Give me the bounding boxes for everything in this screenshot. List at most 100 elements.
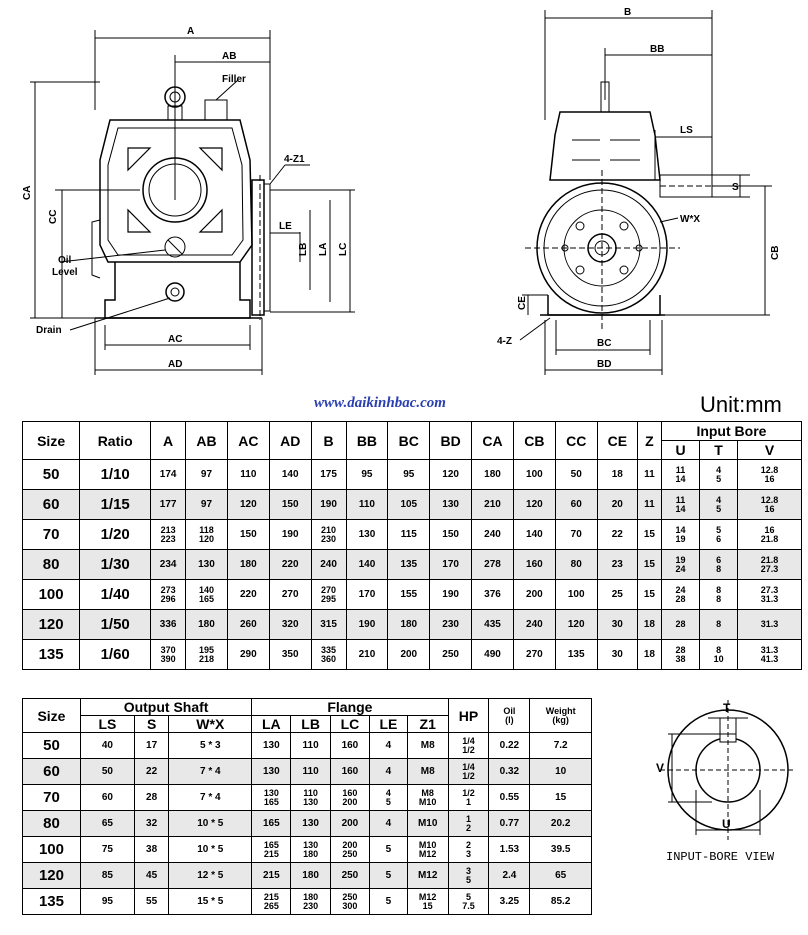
col-header-ls: LS [79,715,135,733]
cell-ls: 75 [79,836,135,863]
cell-ratio: 1/15 [79,489,152,520]
cell-z: 18 [636,639,662,670]
dim-label-ab: AB [222,51,236,62]
cell-bd: 190 [429,579,473,610]
oil-level-label-2: Level [52,267,78,278]
cell-ac: 120 [226,489,270,520]
cell-ratio: 1/30 [79,549,152,580]
oil-level-label-1: Oil [58,255,72,266]
cell-bb: 95 [345,459,389,490]
col-header-bc: BC [387,421,431,460]
cell-z: 18 [636,609,662,640]
dim-label-a: A [187,26,194,37]
cell-la: 165 [251,810,292,837]
col-header-z1: Z1 [406,715,449,733]
bore-label-v: V [656,761,664,775]
cell-bd: 250 [429,639,473,670]
cell-le: 4 [369,810,408,837]
cell-ce: 23 [596,549,638,580]
cell-bb: 130 [345,519,389,550]
input-bore-view-caption: INPUT-BORE VIEW [666,850,775,864]
cell-z: 11 [636,489,662,520]
dim-label-lb: LB [298,243,309,256]
cell-bc: 105 [387,489,431,520]
front-view-drawing [30,30,355,375]
cell-wx: 15 * 5 [168,888,253,915]
cell-s: 22 [133,758,170,785]
cell-ad: 190 [268,519,312,550]
cell-le: 5 [369,836,408,863]
cell-z: 11 [636,459,662,490]
cell-cc: 100 [554,579,598,610]
cell-z1: M10 [406,810,449,837]
z1-label: 4-Z1 [284,154,305,165]
dim-label-ac: AC [168,334,182,345]
cell-cb: 200 [512,579,556,610]
dim-label-ca: CA [22,186,33,200]
cell-ls: 50 [79,758,135,785]
cell-wt: 7.2 [529,732,592,759]
cell-wx: 7 * 4 [168,758,253,785]
cell-oil: 3.25 [488,888,531,915]
cell-wx: 5 * 3 [168,732,253,759]
cell-size: 60 [22,758,81,785]
cell-b: 175 [310,459,347,490]
cell-ab: 130 [185,549,228,580]
cell-b: 190 [310,489,347,520]
cell-ad: 350 [268,639,312,670]
cell-lb: 180 [290,862,331,889]
cell-ratio: 1/10 [79,459,152,490]
cell-cb: 270 [512,639,556,670]
cell-bd: 120 [429,459,473,490]
cell-la: 215 [251,862,292,889]
cell-ls: 65 [79,810,135,837]
cell-size: 60 [21,489,81,520]
col-header-weight: Weight(kg) [529,698,592,733]
col-header-ratio: Ratio [79,421,152,460]
cell-le: 5 [369,888,408,915]
cell-cb: 160 [512,549,556,580]
cell-le: 4 [369,758,408,785]
website-url[interactable]: www.daikinhbac.com [314,395,446,411]
cell-lc: 160 [329,732,371,759]
cell-bd: 230 [429,609,473,640]
cell-size: 135 [21,639,81,670]
cell-ratio: 1/20 [79,519,152,550]
col-header-bb: BB [345,421,389,460]
cell-ca: 278 [471,549,514,580]
cell-a: 234 [150,549,187,580]
col-header-la: LA [251,715,292,733]
cell-ratio: 1/40 [79,579,152,610]
col-header-lc: LC [329,715,371,733]
cell-wx: 10 * 5 [168,810,253,837]
dim-label-bb: BB [650,44,664,55]
cell-bb: 110 [345,489,389,520]
cell-ce: 20 [596,489,638,520]
cell-a: 336 [150,609,187,640]
cell-oil: 2.4 [488,862,531,889]
dim-label-cb: CB [770,246,781,260]
cell-ca: 180 [471,459,514,490]
cell-ls: 85 [79,862,135,889]
cell-la: 130 [251,758,292,785]
cell-size: 100 [21,579,81,610]
